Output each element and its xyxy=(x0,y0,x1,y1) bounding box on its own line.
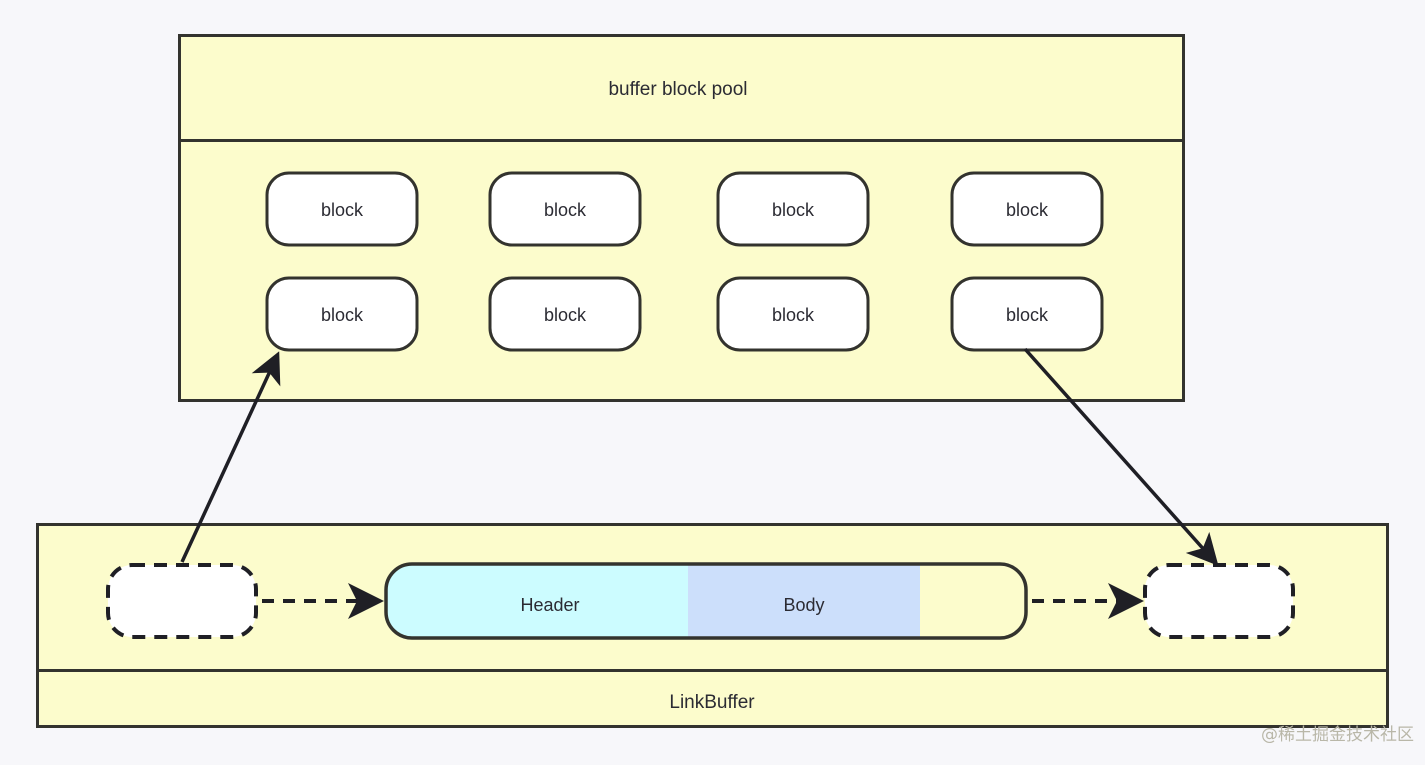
pool-block-row2-col2[interactable]: block xyxy=(488,276,642,352)
pool-block-row2-col4[interactable]: block xyxy=(950,276,1104,352)
pool-block-row1-col2[interactable]: block xyxy=(488,171,642,247)
data-node-body-fill xyxy=(688,564,920,638)
placeholder-shape xyxy=(106,563,258,639)
block-label: block xyxy=(544,305,587,325)
watermark: @稀土掘金技术社区 xyxy=(1261,725,1414,745)
pool-block-row1-col3[interactable]: block xyxy=(716,171,870,247)
buffer-pool-title: buffer block pool xyxy=(608,79,747,100)
pool-block-row1-col4[interactable]: block xyxy=(950,171,1104,247)
block-shape xyxy=(488,276,642,352)
block-label: block xyxy=(1006,200,1049,220)
linkbuffer-placeholder-right[interactable] xyxy=(1143,563,1295,639)
block-shape xyxy=(716,276,870,352)
block-label: block xyxy=(772,305,815,325)
pool-block-row2-col1[interactable]: block xyxy=(265,276,419,352)
block-shape xyxy=(265,171,419,247)
linkbuffer-placeholder-left[interactable] xyxy=(106,563,258,639)
linkbuffer-data-node[interactable]: Header Body xyxy=(384,562,1028,640)
data-node-outline xyxy=(384,562,1028,640)
data-node-body-label: Body xyxy=(783,595,824,615)
connector-pool-block-to-linkbuffer-tail xyxy=(1023,347,1219,566)
block-label: block xyxy=(321,305,364,325)
connector-linkbuffer-head-to-pool-block xyxy=(180,351,281,563)
block-shape xyxy=(950,171,1104,247)
link-buffer-title: LinkBuffer xyxy=(669,692,755,713)
link-buffer-container: LinkBuffer Header Body xyxy=(36,523,1389,728)
buffer-block-pool-container: buffer block pool block block block bloc… xyxy=(178,34,1185,402)
block-label: block xyxy=(1006,305,1049,325)
placeholder-shape xyxy=(1143,563,1295,639)
block-shape xyxy=(716,171,870,247)
block-label: block xyxy=(321,200,364,220)
data-node-header-label: Header xyxy=(520,595,579,615)
pool-block-row1-col1[interactable]: block xyxy=(265,171,419,247)
pool-block-row2-col3[interactable]: block xyxy=(716,276,870,352)
block-label: block xyxy=(772,200,815,220)
block-shape xyxy=(488,171,642,247)
block-shape xyxy=(265,276,419,352)
data-node-header-fill xyxy=(386,564,688,638)
block-label: block xyxy=(544,200,587,220)
